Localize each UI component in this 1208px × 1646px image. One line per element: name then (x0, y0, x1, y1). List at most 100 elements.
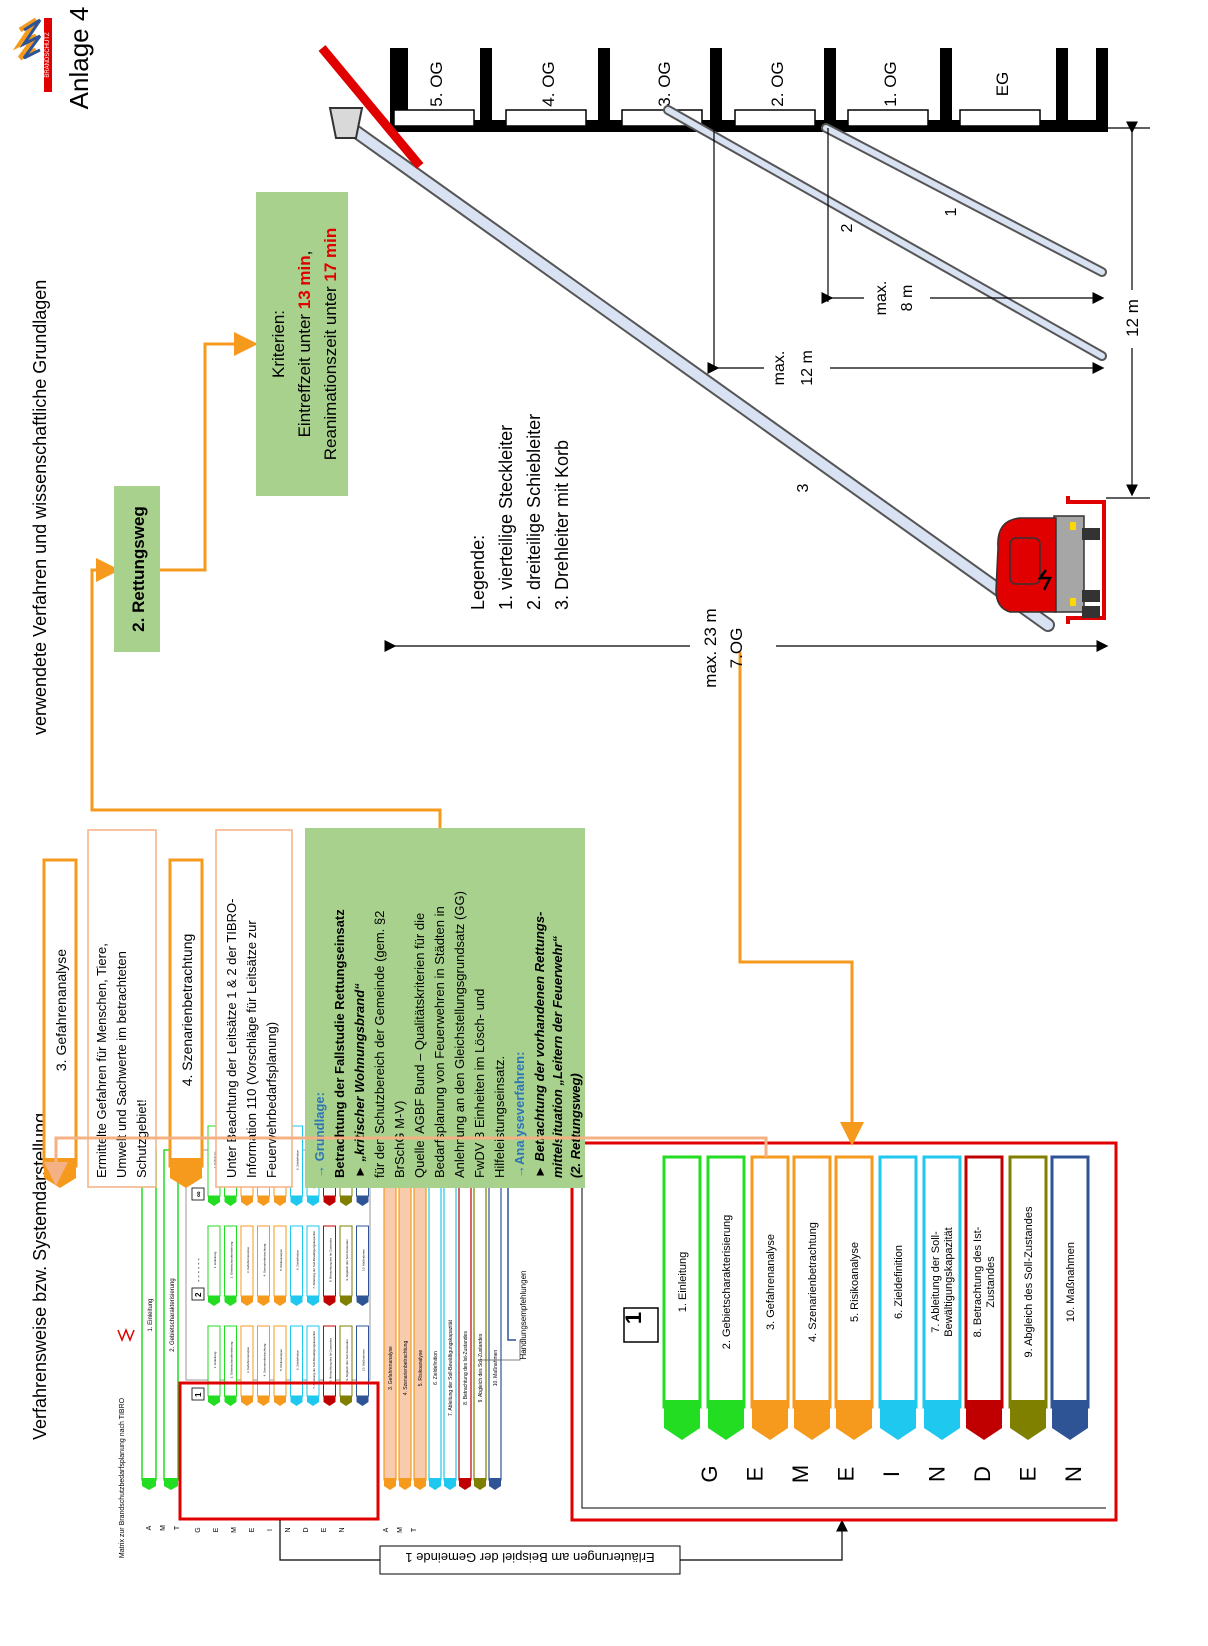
thumbnail-col-number: 2 (194, 1292, 203, 1297)
dim-12m-label-a: max. (771, 351, 788, 386)
connector-rettungsweg-kriterien (160, 332, 258, 572)
rettungsweg-label: 2. Rettungsweg (129, 506, 148, 632)
thumbnail-small-label: 9. Abgleich des Soll-Zustandes (345, 1239, 349, 1281)
thumbnail-small-chevron (257, 1396, 270, 1406)
thumbnail-small-chevron (323, 1296, 336, 1306)
legend-item-2: 2. dreiteilige Schiebleiter (524, 414, 544, 610)
floor-label: 2. OG (768, 61, 787, 106)
connector-leitern-risikoanalyse (738, 652, 864, 1146)
kriterien-line-3: Reanimationszeit unter 17 min (321, 228, 340, 460)
thumbnail-amt-letter-bottom: A (383, 1527, 390, 1532)
step-box (750, 1155, 790, 1409)
step-chevron (924, 1400, 960, 1440)
thumbnail-small-label: 4. Szenarienbetrachtung (263, 1343, 267, 1376)
thumbnail-small-chevron (241, 1196, 253, 1206)
thumbnail-title: Matrix zur Brandschutzbedarfsplanung nac… (119, 1397, 126, 1558)
thumbnail-logo (117, 1327, 135, 1343)
connector-grundlage-rettungsweg (90, 558, 442, 828)
legend-item-1: 1. vierteilige Steckleiter (496, 425, 516, 610)
thumbnail-amt-letter: A (146, 1525, 153, 1530)
thumbnail-gem-letter: D (303, 1527, 310, 1532)
truck-window (1009, 537, 1041, 585)
thumbnail-small-chevron (274, 1196, 286, 1206)
thumbnail-amt-letter-bottom: M (397, 1527, 404, 1533)
gemeinde-letter: G (697, 1465, 722, 1482)
legend-title: Legende: (468, 535, 488, 610)
thumbnail-bottom-chevron (414, 1478, 426, 1490)
thumbnail-small-chevron (340, 1196, 352, 1206)
dimension-lines: max. 12 m max. 8 m 12 m max. 23 m 7.OG (384, 121, 1150, 688)
thumbnail-small-chevron (290, 1196, 303, 1206)
step-1: 1. Einleitung (662, 1155, 702, 1440)
dim-23m-label-b: 7.OG (727, 628, 746, 669)
thumbnail-gem-letter: N (339, 1527, 346, 1532)
gemeinde-panel-bracket (581, 1150, 1106, 1509)
ladder-1-inner (823, 125, 1105, 275)
ladder-label-2: 2 (839, 223, 856, 232)
gemeinde-number-box (623, 1307, 659, 1343)
thumbnail-small-chevron (356, 1396, 369, 1406)
step-box (834, 1155, 874, 1409)
floor-window (734, 109, 816, 127)
truck-wheel (1082, 606, 1100, 618)
thumbnail-gem-letter: E (321, 1527, 328, 1532)
anlage-label: Anlage 4 (64, 7, 94, 110)
step-chevron (708, 1400, 744, 1440)
step-box (922, 1155, 962, 1409)
thumbnail-small-label: 6. Zieldefinition (296, 1350, 300, 1371)
gefahrenanalyse-title-box (42, 858, 78, 1168)
thumbnail-amt-letter-bottom: T (411, 1527, 418, 1532)
analyse-line: (2. Rettungsweg) (568, 1073, 583, 1178)
thumbnail-handlung-connector (480, 1340, 521, 1361)
thumbnail-bottom-bar (398, 1149, 412, 1481)
step-label: 1. Einleitung (677, 1252, 689, 1313)
szenarien-chevron (170, 1158, 202, 1188)
floor-window (393, 109, 475, 127)
thumbnail-small-chevron (323, 1396, 336, 1406)
grundlage-line: FwDV 3 Einheiten im Lösch- und (472, 989, 487, 1178)
thumbnail-chevron (164, 1478, 178, 1490)
floor-label: 5. OG (427, 61, 446, 106)
thumbnail-small-chevron (274, 1296, 286, 1306)
thumbnail-top-bar-label: 2. Gebietscharakterisierung (170, 1278, 176, 1351)
szenarien-line-2: Information 110 (Vorschläge für Leitsätz… (244, 920, 259, 1178)
szenarien-text-box (215, 829, 293, 1188)
thumbnail-bottom-label: 5. Risikoanalyse (418, 1350, 424, 1387)
thumbnail-col-number: 1 (194, 1392, 203, 1397)
thumbnail-small-label: 5. Risikoanalyse (279, 1249, 283, 1271)
floor-window (959, 109, 1041, 127)
connector-panel-gefahrenanalyse (44, 1136, 768, 1186)
grundlage-line: Hilfeleistungseinsatz. (492, 1056, 507, 1178)
grundlage-block: → Grundlage: Betrachtung der Fallstudie … (305, 828, 585, 1188)
truck-chassis (1053, 515, 1085, 613)
step-box (662, 1155, 702, 1409)
thumbnail-bottom-chevron (459, 1478, 471, 1490)
step-label-2: Zustandes (985, 1256, 997, 1308)
thumbnail-gem-letter: M (231, 1527, 238, 1533)
erlaeuterung-text: Erläuterungen am Beispiel der Gemeinde 1 (405, 1550, 654, 1565)
thumbnail-small-label: 2. Gebietscharakterisierung (230, 1341, 234, 1378)
thumbnail-small-chevron (307, 1296, 319, 1306)
thumbnail-small-chevron (224, 1396, 237, 1406)
thumbnail-gem-letter: N (285, 1527, 292, 1532)
step-label: 2. Gebietscharakterisierung (721, 1215, 733, 1350)
thumbnail-small-label: 3. Gefahrenanalyse (246, 1347, 250, 1374)
gemeinde-number: 1 (621, 1312, 646, 1324)
ladder-label-1: 1 (943, 207, 960, 216)
kriterien-line-2: Eintreffzeit unter 13 min, (295, 251, 314, 438)
gemeinde-letter: E (834, 1467, 859, 1482)
step-7: 7. Ableitung der Soll-Bewältigungskapazi… (922, 1155, 962, 1440)
grundlage-line: für den Schutzbereich der Gemeinde (gem.… (372, 911, 387, 1178)
floor-slab (824, 48, 836, 128)
step-label: 7. Ableitung der Soll- (930, 1231, 942, 1333)
step-label-2: Bewältigungskapazität (943, 1227, 955, 1336)
thumbnail-amt-letter: T (174, 1525, 181, 1530)
thumbnail-small-chevron (224, 1196, 237, 1206)
thumbnail-small-chevron (356, 1196, 369, 1206)
step-box (1050, 1155, 1090, 1409)
rescue-red-bar (318, 45, 424, 169)
thumbnail-small-label: 8. Betrachtung des Ist-Zustandes (329, 1337, 333, 1382)
step-box (964, 1155, 1004, 1409)
